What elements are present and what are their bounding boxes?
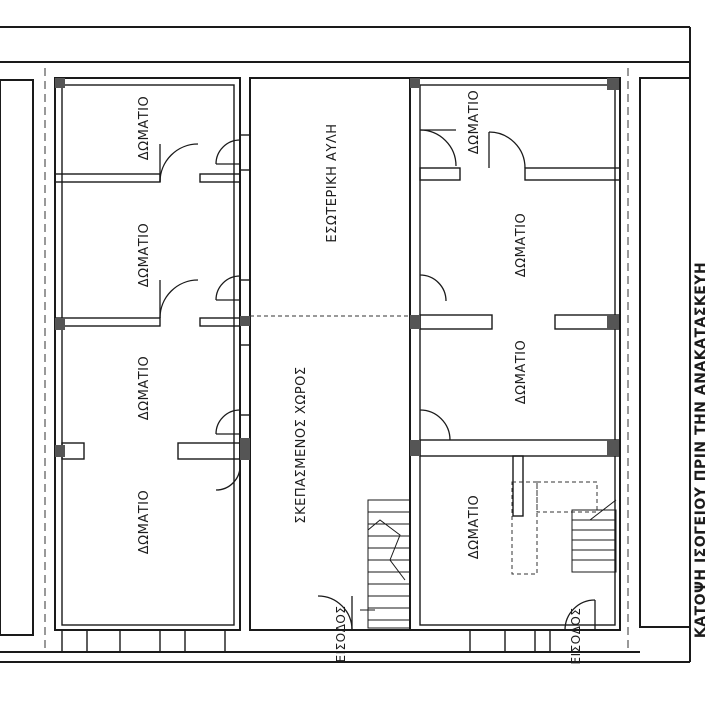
central-area: [215, 77, 411, 631]
right-street-strip: [627, 68, 691, 650]
room-label: ΔΩΜΑΤΙΟ: [467, 90, 482, 154]
entrance-label-right: ΕΙΣΟΔΟΣ: [569, 608, 583, 665]
left-building: [54, 77, 241, 653]
right-building: [409, 77, 621, 653]
room-label: ΔΩΜΑΤΙΟ: [137, 490, 152, 554]
courtyard-label: ΕΣΩΤΕΡΙΚΗ ΑΥΛΗ: [325, 123, 340, 242]
room-label: ΔΩΜΑΤΙΟ: [514, 340, 529, 404]
left-street-strip: [0, 68, 46, 650]
room-label: ΔΩΜΑΤΙΟ: [137, 96, 152, 160]
room-label: ΔΩΜΑΤΙΟ: [137, 356, 152, 420]
room-label: ΔΩΜΑΤΙΟ: [467, 495, 482, 559]
covered-area-label: ΣΚΕΠΑΣΜΕΝΟΣ ΧΩΡΟΣ: [294, 366, 309, 523]
room-label: ΔΩΜΑΤΙΟ: [514, 213, 529, 277]
room-label: ΔΩΜΑΤΙΟ: [137, 223, 152, 287]
plan-caption: ΚΑΤΟΨΗ ΙΣΟΓΕΙΟΥ ΠΡΙΝ ΤΗΝ ΑΝΑΚΑΤΑΣΚΕΥΗ: [693, 262, 705, 638]
outer-frame: [0, 26, 691, 663]
entrance-label-left: ΕΙΣΟΔΟΣ: [334, 606, 348, 663]
